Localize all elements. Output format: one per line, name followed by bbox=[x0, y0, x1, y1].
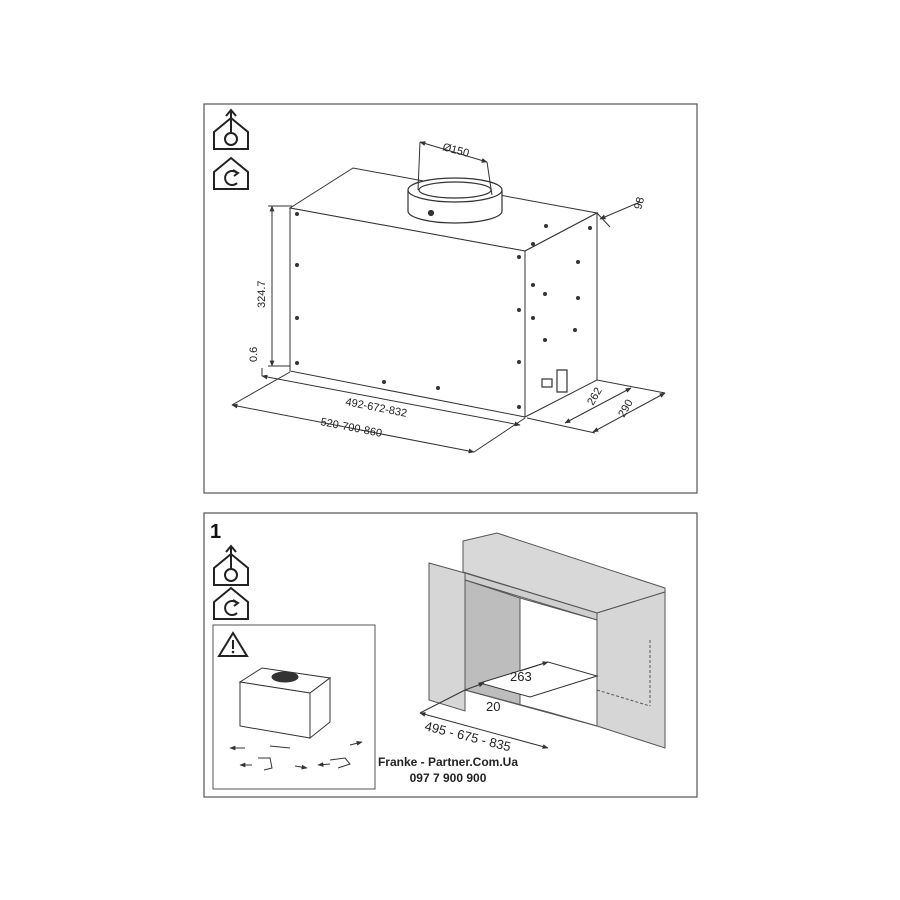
recirculation-icon bbox=[213, 586, 249, 620]
height-label: 324.7 bbox=[256, 280, 268, 308]
step-number: 1 bbox=[210, 521, 221, 543]
cabinet-dimension-lines bbox=[419, 661, 549, 749]
ducted-exhaust-icon bbox=[213, 544, 249, 586]
cutout-depth-label: 263 bbox=[510, 669, 532, 684]
recirculation-icon bbox=[213, 156, 249, 190]
top-depth-label: 98 bbox=[632, 196, 647, 211]
duct-collar bbox=[407, 177, 503, 224]
dimension-lines bbox=[231, 141, 666, 454]
watermark-line1: Franke - Partner.Com.Ua bbox=[378, 755, 518, 769]
cutout-offset-label: 20 bbox=[486, 699, 500, 714]
mini-hood-drawing bbox=[238, 667, 332, 740]
watermark-line2: 097 7 900 900 bbox=[410, 771, 487, 785]
warning-icon bbox=[217, 631, 249, 657]
cabinet-drawing bbox=[428, 532, 666, 749]
mini-fixings bbox=[229, 740, 363, 771]
ducted-exhaust-icon bbox=[213, 108, 249, 150]
offset-label: 0.6 bbox=[248, 347, 260, 362]
screw-dots bbox=[295, 212, 592, 409]
